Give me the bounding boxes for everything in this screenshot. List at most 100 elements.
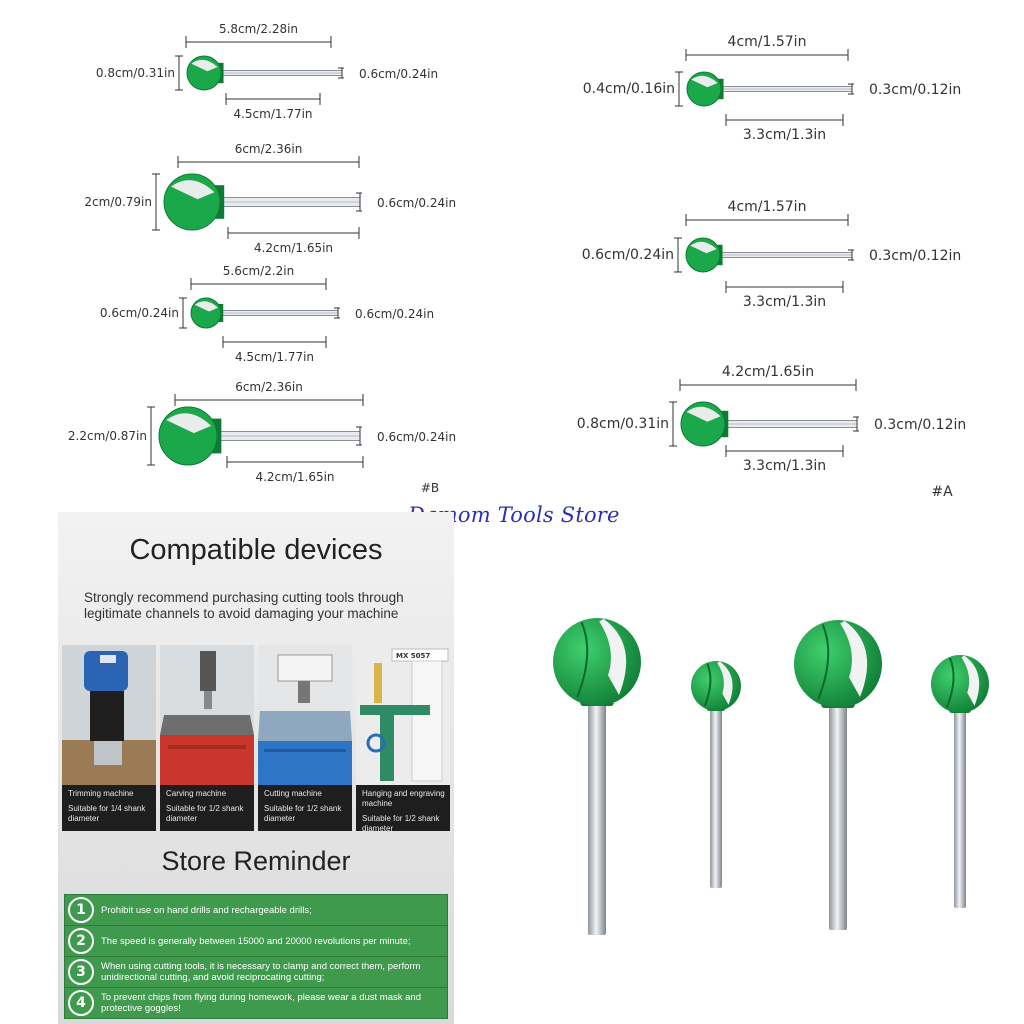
- reminder-item: 4 To prevent chips from flying during ho…: [64, 987, 448, 1019]
- bit-edge: [703, 663, 712, 707]
- head-diameter-label: 0.8cm/0.31in: [577, 416, 669, 432]
- machine-name: Cutting machine: [264, 789, 322, 798]
- dimension-diagram: 5.8cm/2.28in 4.5cm/1.77in 0.8cm/0.31in 0.6c…: [68, 22, 966, 500]
- reminder-number: 1: [68, 897, 94, 923]
- machine-caption: Cutting machine Suitable for 1/2 shank d…: [264, 789, 350, 824]
- bit-flute: [840, 620, 868, 697]
- bit-diagram: [152, 156, 362, 239]
- shank-length-label: 4.5cm/1.77in: [235, 350, 314, 364]
- reminder-item: 2 The speed is generally between 15000 a…: [64, 925, 448, 957]
- reminder-item: 1 Prohibit use on hand drills and rechar…: [64, 894, 448, 926]
- shank-diameter-label: 0.6cm/0.24in: [377, 196, 456, 210]
- cutter-flute: [171, 180, 215, 200]
- total-length-label: 6cm/2.36in: [235, 380, 303, 394]
- shank-diameter-label: 0.6cm/0.24in: [377, 430, 456, 444]
- shank-length-label: 4.2cm/1.65in: [255, 470, 334, 484]
- machine-note: Suitable for 1/2 shank diameter: [362, 814, 440, 831]
- bit-ball: [794, 620, 882, 708]
- cutter-flute: [191, 59, 218, 72]
- head-diameter-label: 2cm/0.79in: [84, 195, 152, 209]
- bit-shank: [829, 690, 847, 930]
- bit-edge: [576, 622, 589, 698]
- bit-diagram: [675, 49, 854, 126]
- cutter-flute: [686, 406, 721, 422]
- total-length-label: 5.8cm/2.28in: [219, 22, 298, 36]
- reminder-text: Prohibit use on hand drills and recharge…: [101, 904, 312, 916]
- machine-caption: Trimming machine Suitable for 1/4 shank …: [68, 789, 154, 824]
- shank-diameter-label: 0.3cm/0.12in: [874, 417, 966, 433]
- reminder-text: To prevent chips from flying during home…: [101, 992, 421, 1014]
- total-length-label: 4.2cm/1.65in: [722, 364, 814, 380]
- bit-shank: [710, 701, 722, 888]
- shank-length-label: 3.3cm/1.3in: [743, 127, 826, 143]
- machine-name: Carving machine: [166, 789, 227, 798]
- machine-caption: Hanging and engraving machine Suitable f…: [362, 789, 448, 831]
- trimming-machine-icon: [62, 645, 156, 785]
- machine-note: Suitable for 1/2 shank diameter: [166, 804, 244, 823]
- carving-machine-icon: [160, 645, 254, 785]
- machine-name: Trimming machine: [68, 789, 134, 798]
- shank-diameter-label: 0.3cm/0.12in: [869, 248, 961, 264]
- shank-diameter-label: 0.6cm/0.24in: [355, 307, 434, 321]
- head-diameter-label: 0.8cm/0.31in: [96, 66, 175, 80]
- poster-subtitle: Strongly recommend purchasing cutting to…: [84, 590, 404, 621]
- bit-flute: [717, 661, 733, 705]
- head-diameter-label: 0.6cm/0.24in: [582, 247, 674, 263]
- compatible-devices-poster: Compatible devices Strongly recommend pu…: [58, 512, 454, 1024]
- shank-diameter-label: 0.3cm/0.12in: [869, 82, 961, 98]
- shank-diameter-label: 0.6cm/0.24in: [359, 67, 438, 81]
- bit-ball: [931, 655, 989, 713]
- bit-flute: [599, 618, 627, 695]
- shank-length-label: 3.3cm/1.3in: [743, 294, 826, 310]
- poster-title: Compatible devices: [129, 534, 383, 566]
- cutter-flute: [690, 241, 717, 254]
- head-diameter-label: 2.2cm/0.87in: [68, 429, 147, 443]
- total-length-label: 4cm/1.57in: [728, 199, 807, 215]
- bit-diagram: [179, 278, 340, 348]
- bit-flute: [961, 655, 980, 706]
- bit-edge: [946, 657, 955, 708]
- reminder-text: When using cutting tools, it is necessar…: [101, 961, 421, 983]
- machine-name: Hanging and engraving machine: [362, 789, 445, 808]
- reminder-number: 4: [68, 990, 94, 1016]
- bit-diagram: [669, 379, 859, 457]
- router-bit: [691, 661, 741, 888]
- head-diameter-label: 0.4cm/0.16in: [583, 81, 675, 97]
- machine-card-engraving: MX 5057 Hanging and engraving machine Su…: [356, 645, 450, 831]
- shank-length-label: 4.2cm/1.65in: [254, 241, 333, 255]
- group-tag: #B: [421, 481, 439, 495]
- shank-length-label: 4.5cm/1.77in: [233, 107, 312, 121]
- cutter-flute: [166, 413, 212, 434]
- reminder-title: Store Reminder: [161, 846, 351, 876]
- machine-card-cutting: Cutting machine Suitable for 1/2 shank d…: [258, 645, 352, 831]
- bit-ball: [553, 618, 641, 706]
- router-bit: [931, 655, 989, 908]
- machine-card-trimming: Trimming machine Suitable for 1/4 shank …: [62, 645, 156, 831]
- router-bit: [553, 618, 641, 935]
- bit-ball: [691, 661, 741, 711]
- total-length-label: 4cm/1.57in: [728, 34, 807, 50]
- router-bit: [794, 620, 882, 930]
- total-length-label: 5.6cm/2.2in: [223, 264, 294, 278]
- machine-card-carving: Carving machine Suitable for 1/2 shank d…: [160, 645, 254, 831]
- machine-note: Suitable for 1/2 shank diameter: [264, 804, 342, 823]
- machine-note: Suitable for 1/4 shank diameter: [68, 804, 146, 823]
- product-photo: [553, 618, 989, 935]
- machine-caption: Carving machine Suitable for 1/2 shank d…: [166, 789, 252, 824]
- cutter-flute: [194, 301, 218, 312]
- machine-plate: MX 5057: [396, 652, 430, 660]
- group-tag: #A: [931, 484, 953, 500]
- machine-gallery: Trimming machine Suitable for 1/4 shank …: [62, 645, 452, 831]
- bit-edge: [817, 624, 830, 700]
- cutting-machine-icon: [258, 645, 352, 785]
- cutter-flute: [691, 75, 718, 88]
- reminder-number: 3: [68, 959, 94, 985]
- bit-shank: [954, 701, 966, 908]
- reminder-item: 3 When using cutting tools, it is necess…: [64, 956, 448, 988]
- shank-length-label: 3.3cm/1.3in: [743, 458, 826, 474]
- total-length-label: 6cm/2.36in: [235, 142, 303, 156]
- head-diameter-label: 0.6cm/0.24in: [100, 306, 179, 320]
- bit-diagram: [674, 214, 854, 293]
- bit-diagram: [147, 394, 364, 468]
- engraving-machine-icon: MX 5057: [356, 645, 450, 785]
